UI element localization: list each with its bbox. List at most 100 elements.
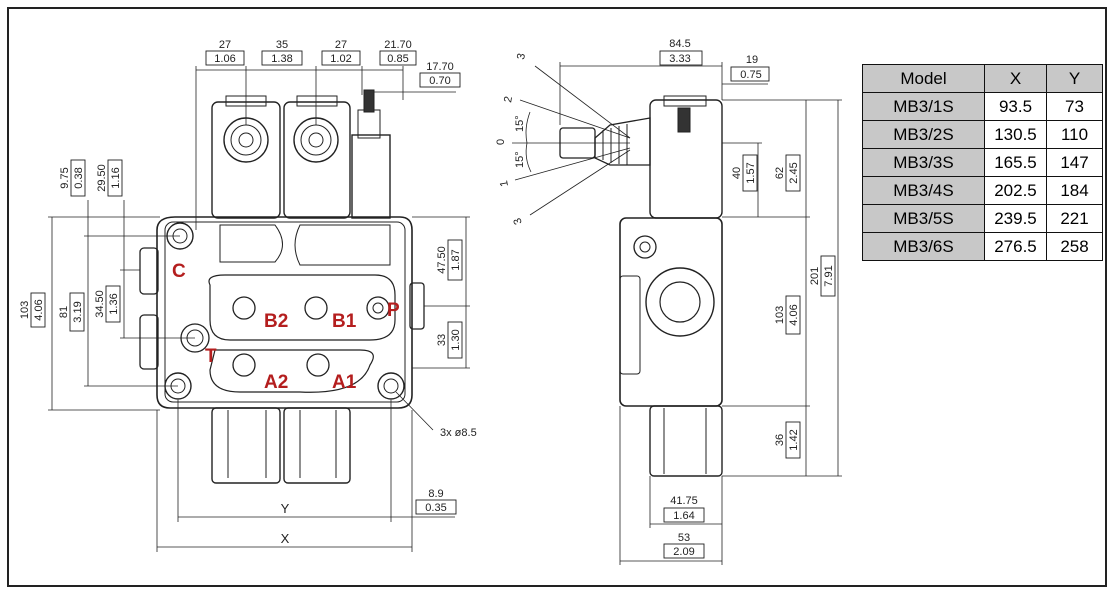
header-y: Y <box>1046 64 1103 93</box>
dim-4175-mm: 41.75 <box>670 495 698 507</box>
cell-model: MB3/2S <box>862 120 985 149</box>
cell-y: 221 <box>1046 204 1103 233</box>
port-a1-label: A1 <box>332 372 357 393</box>
lever-pos-3-top: 3 <box>515 52 528 60</box>
dim-33-mm: 33 <box>436 334 448 346</box>
dim-201-in: 7.91 <box>823 265 835 286</box>
dim-35-in: 1.38 <box>271 53 292 65</box>
dim-x-label: X <box>281 531 290 546</box>
dim-19-mm: 19 <box>746 54 758 66</box>
dim-19-in: 0.75 <box>740 69 761 81</box>
dim-201-mm: 201 <box>809 267 821 285</box>
dim-103-side-mm: 103 <box>774 306 786 324</box>
table-row: MB3/5S 239.5 221 <box>862 204 1103 233</box>
cell-x: 165.5 <box>984 148 1047 177</box>
cell-y: 73 <box>1046 92 1103 121</box>
front-right-dims: 47.50 1.87 33 1.30 3x ø8.5 <box>436 246 477 439</box>
angle-15-top: 15° <box>514 115 526 132</box>
front-top-dims: 27 1.06 35 1.38 27 1.02 21.70 0.85 17.70… <box>214 39 453 87</box>
cell-x: 276.5 <box>984 232 1047 261</box>
dim-27-a-mm: 27 <box>219 39 231 51</box>
header-model: Model <box>862 64 985 93</box>
dim-27-a-in: 1.06 <box>214 53 235 65</box>
front-bottom-dims: 8.9 0.35 Y X <box>281 488 447 546</box>
cell-model: MB3/1S <box>862 92 985 121</box>
cell-x: 202.5 <box>984 176 1047 205</box>
dim-62-in: 2.45 <box>788 162 800 183</box>
cell-y: 147 <box>1046 148 1103 177</box>
table-row: MB3/3S 165.5 147 <box>862 148 1103 177</box>
cell-x: 130.5 <box>984 120 1047 149</box>
port-a2-label: A2 <box>264 372 288 393</box>
side-top-dims: 84.5 3.33 19 0.75 <box>669 38 761 81</box>
dim-103-side-in: 4.06 <box>788 304 800 325</box>
dim-4750-in: 1.87 <box>450 249 462 270</box>
table-row: MB3/4S 202.5 184 <box>862 176 1103 205</box>
dim-62-mm: 62 <box>774 167 786 179</box>
cell-model: MB3/3S <box>862 148 985 177</box>
lever-pos-3-bottom: 3 <box>511 216 524 226</box>
front-left-dims: 9.75 0.38 29.50 1.16 103 4.06 81 3.19 34… <box>19 164 122 322</box>
lever-pos-1: 1 <box>498 179 511 187</box>
dim-53-mm: 53 <box>678 532 690 544</box>
dim-1770-in: 0.70 <box>429 75 450 87</box>
dim-1770-mm: 17.70 <box>426 61 454 73</box>
lever-pos-2: 2 <box>502 95 515 103</box>
dim-y-label: Y <box>281 501 290 516</box>
side-view-outline <box>559 95 723 477</box>
dim-103-in: 4.06 <box>33 299 45 320</box>
dim-2950-mm: 29.50 <box>96 164 108 192</box>
dim-27-b-mm: 27 <box>335 39 347 51</box>
side-view-dimensions <box>512 62 842 565</box>
dim-27-b-in: 1.02 <box>330 53 351 65</box>
port-b2-label: B2 <box>264 311 288 332</box>
dim-40-mm: 40 <box>731 167 743 179</box>
port-p-label: P <box>387 300 400 321</box>
inch-boxes <box>30 50 836 559</box>
table-header-row: Model X Y <box>862 64 1103 93</box>
dim-33-in: 1.30 <box>450 329 462 350</box>
front-view-dimensions <box>48 66 470 552</box>
dim-89-mm: 8.9 <box>428 488 443 500</box>
dim-81-in: 3.19 <box>72 301 84 322</box>
dim-40-in: 1.57 <box>745 162 757 183</box>
cell-y: 258 <box>1046 232 1103 261</box>
port-t-label: T <box>205 346 217 367</box>
cell-y: 110 <box>1046 120 1103 149</box>
side-right-dims: 40 1.57 62 2.45 201 7.91 103 4.06 36 1.4… <box>731 162 835 450</box>
lever-positions: 3 2 0 1 3 15° 15° <box>495 52 528 226</box>
cell-y: 184 <box>1046 176 1103 205</box>
table-row: MB3/2S 130.5 110 <box>862 120 1103 149</box>
dim-36-in: 1.42 <box>788 429 800 450</box>
dim-3450-mm: 34.50 <box>94 290 106 318</box>
dim-103-mm: 103 <box>19 301 31 319</box>
dim-2170-mm: 21.70 <box>384 39 412 51</box>
port-labels: C B2 B1 P T A2 A1 <box>172 261 400 393</box>
dim-975-mm: 9.75 <box>59 167 71 188</box>
dim-81-mm: 81 <box>58 306 70 318</box>
dim-35-mm: 35 <box>276 39 288 51</box>
dim-4750-mm: 47.50 <box>436 246 448 274</box>
cell-model: MB3/6S <box>862 232 985 261</box>
port-c-label: C <box>172 261 186 282</box>
lever-pos-0: 0 <box>495 139 507 145</box>
dim-4175-in: 1.64 <box>673 510 694 522</box>
cell-model: MB3/4S <box>862 176 985 205</box>
port-b1-label: B1 <box>332 311 357 332</box>
cell-model: MB3/5S <box>862 204 985 233</box>
table-row: MB3/6S 276.5 258 <box>862 232 1103 261</box>
drawing-frame <box>7 7 1107 587</box>
cell-x: 239.5 <box>984 204 1047 233</box>
front-view-outline <box>139 89 425 484</box>
dim-975-in: 0.38 <box>73 167 85 188</box>
dim-2950-in: 1.16 <box>110 167 122 188</box>
cell-x: 93.5 <box>984 92 1047 121</box>
header-x: X <box>984 64 1047 93</box>
dim-36-mm: 36 <box>774 434 786 446</box>
dim-845-in: 3.33 <box>669 53 690 65</box>
dim-2170-in: 0.85 <box>387 53 408 65</box>
dim-53-in: 2.09 <box>673 546 694 558</box>
table-row: MB3/1S 93.5 73 <box>862 92 1103 121</box>
angle-15-bottom: 15° <box>514 151 526 168</box>
